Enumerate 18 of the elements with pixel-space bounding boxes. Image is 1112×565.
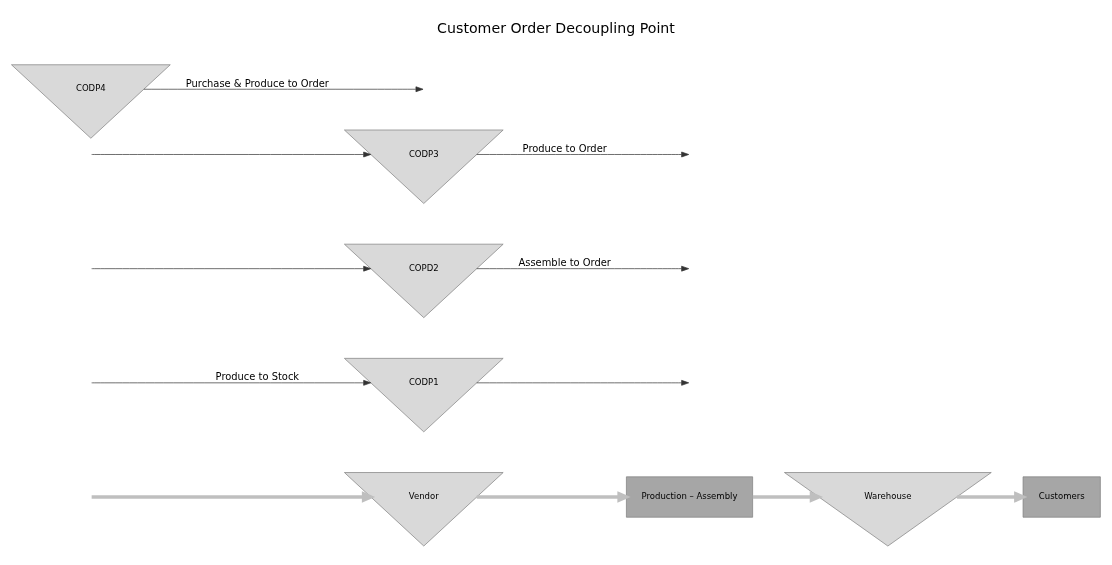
node-box: Production – Assembly <box>626 476 753 518</box>
arrow <box>476 491 631 503</box>
arrow <box>91 380 372 386</box>
arrow <box>91 491 376 503</box>
edge-label: Purchase & Produce to Order <box>185 77 329 89</box>
arrow <box>956 491 1028 503</box>
arrow <box>476 151 690 158</box>
arrow <box>476 265 690 272</box>
edge-label: Produce to Stock <box>215 371 300 383</box>
arrow <box>752 491 824 503</box>
node-box: Customers <box>1022 476 1101 518</box>
arrow <box>476 380 690 386</box>
edge-label: Assemble to Order <box>518 256 611 268</box>
edge-label: Produce to Order <box>522 142 607 154</box>
arrow <box>91 151 372 158</box>
diagram-title: Customer Order Decoupling Point <box>437 20 675 37</box>
arrow <box>143 86 424 93</box>
arrow <box>91 265 372 272</box>
